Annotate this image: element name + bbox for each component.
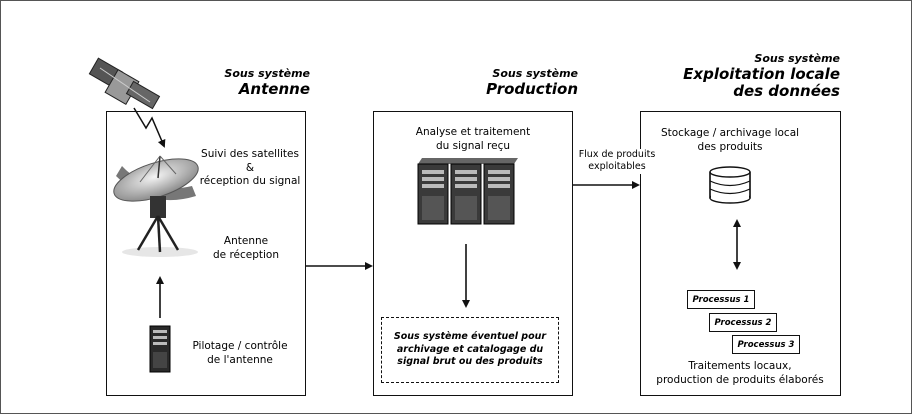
- process-2-label: Processus 2: [714, 317, 772, 328]
- production-label-big: Production: [486, 79, 578, 98]
- server-rack-icon: [417, 158, 518, 225]
- antenna-label-big: Antenne: [238, 79, 310, 98]
- storage-text: Stockage / archivage local des produits: [660, 127, 800, 153]
- exploitation-label-small: Sous système: [754, 52, 840, 65]
- database-icon: [709, 166, 751, 204]
- satellite-icon: [88, 57, 161, 110]
- treatment-text: Traitements locaux, production de produi…: [656, 360, 824, 386]
- process-1-label: Processus 1: [692, 294, 750, 305]
- production-label-small: Sous système: [492, 67, 578, 80]
- dish-antenna-icon: [113, 155, 199, 257]
- archive-text: Sous système éventuel pour archivage et …: [393, 330, 547, 368]
- control-text: Pilotage / contrôle de l'antenne: [192, 340, 288, 366]
- analysis-text: Analyse et traitement du signal reçu: [415, 126, 531, 152]
- process-1-box: Processus 1: [687, 290, 755, 309]
- exploitation-label-big: Exploitation locale des données: [683, 64, 840, 100]
- process-2-box: Processus 2: [709, 313, 777, 332]
- antenna-subsystem-label: Sous système Antenne: [190, 67, 310, 98]
- exploitation-subsystem-label: Sous système Exploitation locale des don…: [640, 52, 840, 100]
- antenna-label-small: Sous système: [224, 67, 310, 80]
- antenna-text: Antenne de réception: [212, 235, 280, 261]
- production-subsystem-label: Sous système Production: [450, 67, 578, 98]
- process-3-label: Processus 3: [737, 339, 795, 350]
- flux-text: Flux de produits exploitables: [574, 149, 660, 174]
- process-3-box: Processus 3: [732, 335, 800, 354]
- archive-subsystem-box: Sous système éventuel pour archivage et …: [381, 317, 559, 383]
- tracking-text: Suivi des satellites & réception du sign…: [199, 148, 301, 188]
- signal-zigzag: [133, 107, 166, 148]
- server-tower-icon: [149, 325, 171, 373]
